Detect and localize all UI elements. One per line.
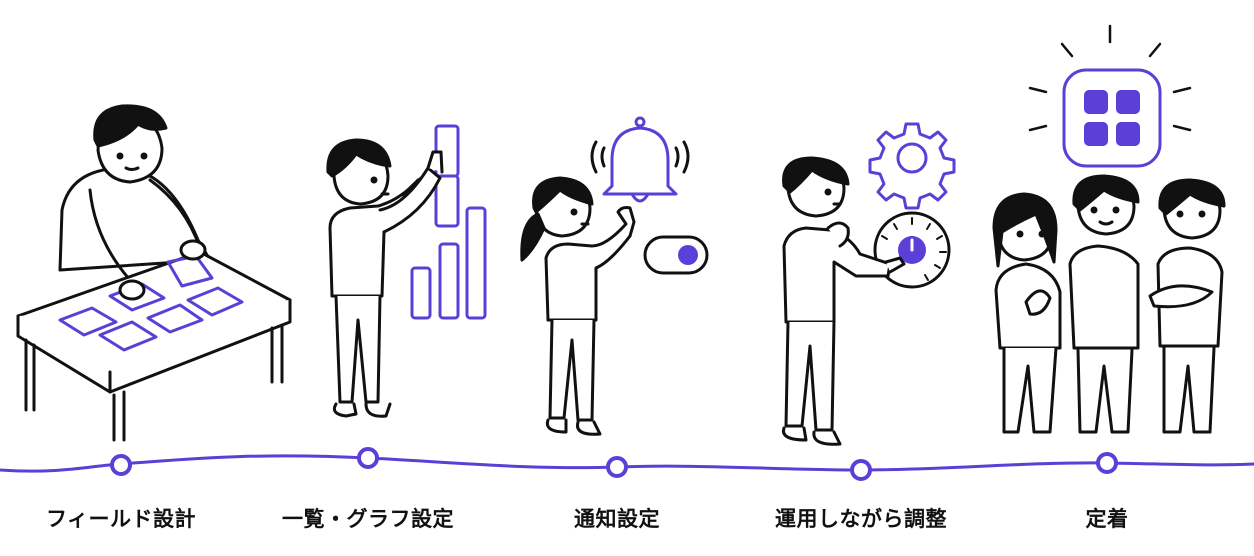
timeline-node-2 <box>357 447 379 469</box>
step-notify-illustration <box>520 116 709 436</box>
timeline-node-1 <box>110 454 132 476</box>
timeline-nodes <box>110 447 1118 481</box>
person-head <box>93 104 168 184</box>
toggle-switch-icon <box>643 235 709 275</box>
step-label-notify: 通知設定 <box>574 507 660 531</box>
step-settle-illustration <box>992 24 1226 434</box>
bar-chart-icon <box>410 124 487 320</box>
app-grid-icon <box>1028 24 1192 168</box>
step-list-illustration <box>326 124 487 418</box>
step-label-field: フィールド設計 <box>45 507 197 531</box>
timeline-node-5 <box>1096 452 1118 474</box>
timeline-node-4 <box>850 459 872 481</box>
step-adjust-illustration <box>781 122 956 446</box>
step-field-illustration <box>16 104 292 442</box>
timeline-node-3 <box>606 456 628 478</box>
step-label-list: 一覧・グラフ設定 <box>282 507 454 531</box>
step-label-settle: 定着 <box>1085 507 1129 531</box>
gear-icon <box>868 122 956 210</box>
bell-icon <box>590 116 690 203</box>
step-label-adjust: 運用しながら調整 <box>775 507 947 531</box>
